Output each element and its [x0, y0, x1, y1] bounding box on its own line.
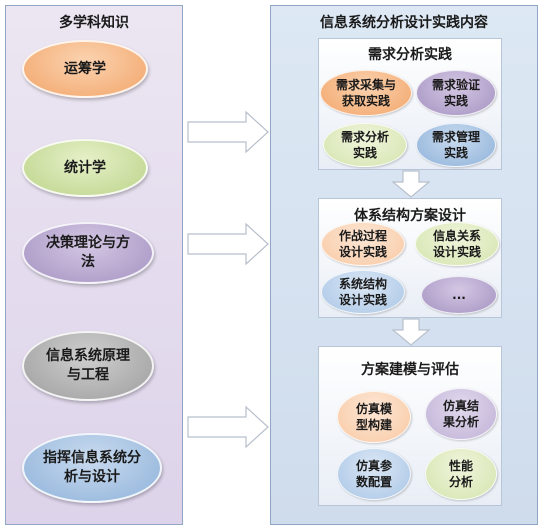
practice-item-more: ...	[421, 276, 497, 314]
knowledge-item-c2-system-design: 指挥信息系统分析与设计	[22, 433, 162, 503]
right-arrow-icon	[187, 405, 269, 449]
practice-item: 系统结构设计实践	[321, 270, 405, 314]
practice-panel-title: 信息系统分析设计实践内容	[320, 15, 488, 31]
practice-item-label: 信息关系设计实践	[432, 228, 481, 259]
knowledge-item-operations-research: 运筹学	[22, 40, 148, 98]
knowledge-item-decision-theory: 决策理论与方法	[22, 222, 154, 284]
practice-item-label: 仿真模型构建	[355, 401, 392, 432]
practice-item: 需求管理实践	[416, 123, 496, 167]
practice-item-label: 性能分析	[448, 458, 473, 489]
down-arrow-icon	[391, 318, 431, 346]
knowledge-panel-title: 多学科知识	[59, 15, 129, 31]
practice-item-label: 需求分析实践	[340, 129, 389, 160]
practice-item: 需求分析实践	[323, 123, 407, 167]
practice-item: 仿真参数配置	[337, 448, 411, 500]
practice-item-label: 系统结构设计实践	[338, 276, 387, 307]
practice-item-label: ...	[452, 287, 466, 302]
practice-item: 需求采集与获取实践	[320, 70, 412, 116]
knowledge-item-label: 指挥信息系统分析与设计	[43, 450, 141, 485]
practice-item-label: 需求采集与获取实践	[335, 77, 396, 108]
knowledge-item-info-system-principles: 信息系统原理与工程	[22, 331, 154, 401]
practice-item: 性能分析	[425, 448, 497, 500]
practice-item-label: 需求管理实践	[431, 129, 480, 160]
practice-item-label: 仿真参数配置	[355, 458, 392, 489]
practice-item-label: 仿真结果分析	[442, 398, 479, 429]
practice-item: 仿真结果分析	[425, 388, 497, 440]
section-title: 方案建模与评估	[361, 362, 459, 378]
practice-item-label: 作战过程设计实践	[338, 228, 387, 259]
knowledge-item-statistics: 统计学	[22, 139, 148, 197]
practice-item: 需求验证实践	[416, 70, 496, 116]
practice-item: 信息关系设计实践	[415, 222, 499, 266]
section-title: 体系结构方案设计	[354, 208, 466, 224]
section-title: 需求分析实践	[368, 47, 452, 63]
right-arrow-icon	[187, 110, 269, 154]
practice-item: 仿真模型构建	[337, 391, 411, 443]
practice-item: 作战过程设计实践	[321, 222, 405, 266]
knowledge-item-label: 决策理论与方法	[46, 235, 130, 270]
right-arrow-icon	[187, 222, 269, 266]
practice-item-label: 需求验证实践	[431, 77, 480, 108]
down-arrow-icon	[391, 170, 431, 198]
knowledge-item-label: 信息系统原理与工程	[46, 348, 130, 383]
